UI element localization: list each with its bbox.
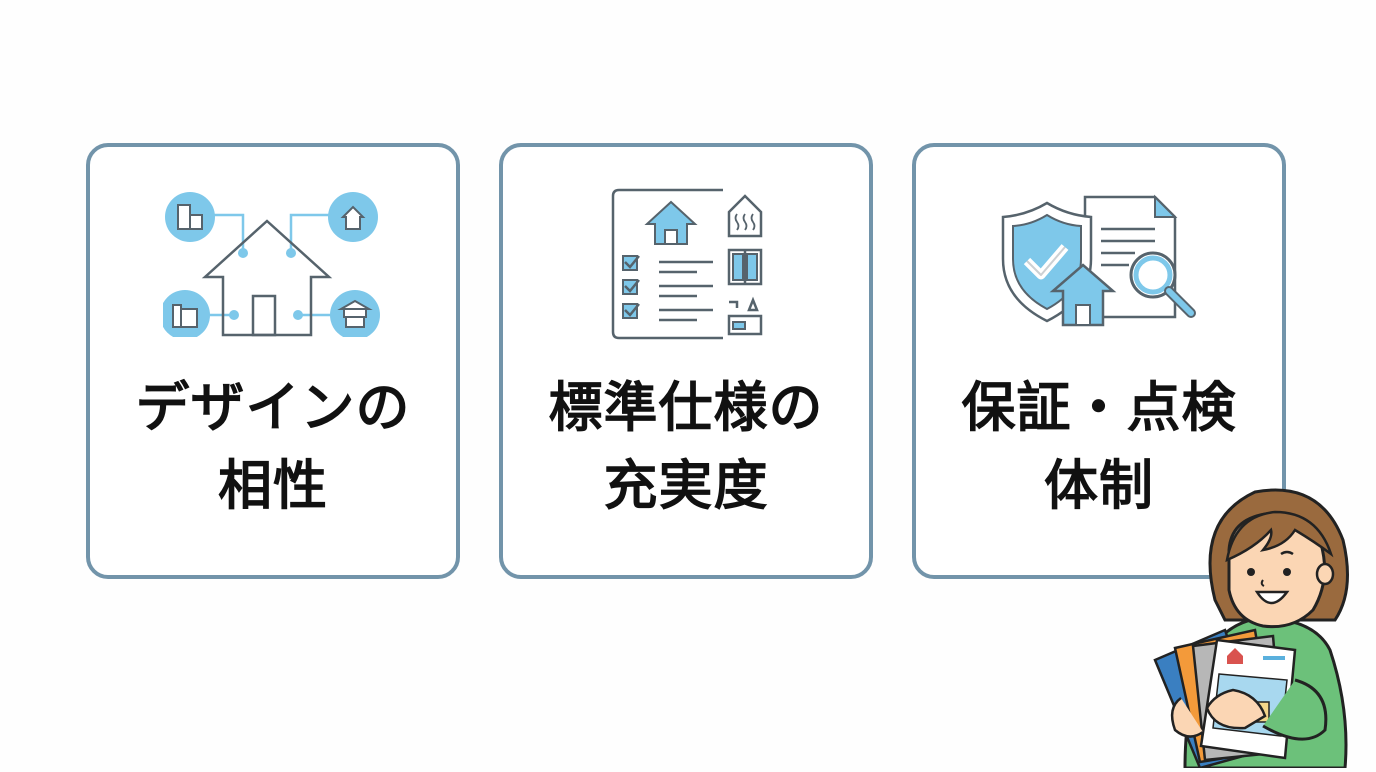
card-standard-specs: 標準仕様の 充実度 xyxy=(499,143,873,579)
card-title-line2: 相性 xyxy=(218,454,328,517)
spec-checklist-icon xyxy=(503,177,869,347)
woman-holding-brochures-illustration xyxy=(1145,480,1376,770)
card-title-line2: 体制 xyxy=(1044,454,1154,517)
card-design-compatibility: デザインの 相性 xyxy=(86,143,460,579)
card-title-line1: 保証・点検 xyxy=(961,376,1237,439)
card-title-line1: デザインの xyxy=(135,376,411,439)
card-title: 標準仕様の 充実度 xyxy=(503,369,869,525)
house-design-network-icon xyxy=(90,177,456,347)
card-title: 保証・点検 体制 xyxy=(916,369,1282,525)
card-title-line1: 標準仕様の xyxy=(548,376,824,439)
card-warranty-inspection: 保証・点検 体制 xyxy=(912,143,1286,579)
card-title-line2: 充実度 xyxy=(603,454,769,517)
card-title: デザインの 相性 xyxy=(90,369,456,525)
warranty-inspection-icon xyxy=(916,177,1282,347)
